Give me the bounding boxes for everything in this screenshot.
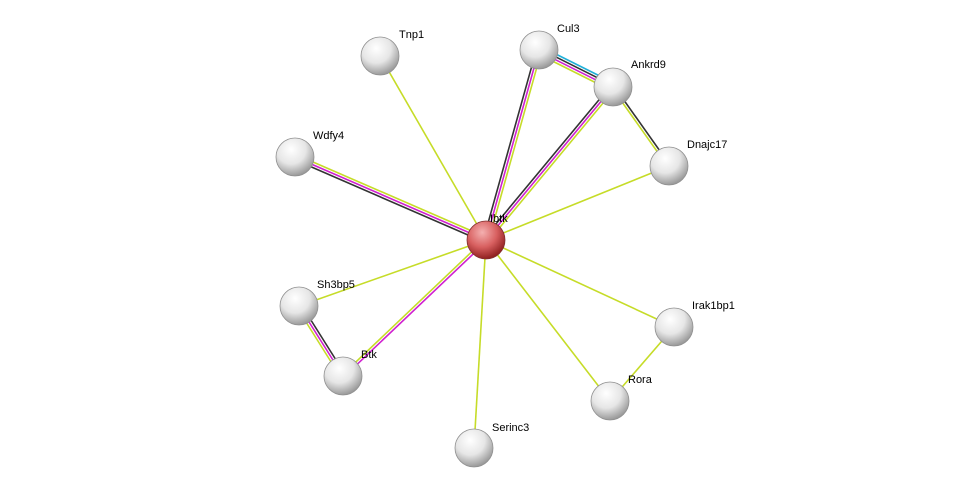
edge-ibtk-dnajc17[interactable]	[485, 165, 670, 241]
edge-ibtk-wdfy4[interactable]	[293, 153, 488, 244]
node-label: Btk	[361, 349, 377, 361]
edge-ibtk-ankrd9[interactable]	[483, 84, 616, 243]
node-cul3[interactable]: Cul3	[519, 23, 580, 70]
node-sphere[interactable]	[649, 146, 689, 186]
node-sphere[interactable]	[519, 30, 559, 70]
node-sphere[interactable]	[275, 137, 315, 177]
node-sphere[interactable]	[279, 286, 319, 326]
node-btk[interactable]: Btk	[323, 349, 377, 396]
node-label: Rora	[628, 374, 653, 386]
edge-ibtk-sh3bp5[interactable]	[298, 239, 487, 307]
node-sphere[interactable]	[323, 356, 363, 396]
node-label: Wdfy4	[313, 130, 344, 142]
edge-line-textmining	[485, 239, 675, 328]
edge-ibtk-tnp1[interactable]	[379, 55, 487, 241]
node-rora[interactable]: Rora	[590, 374, 653, 421]
edge-line-textmining	[295, 153, 488, 239]
node-sphere[interactable]	[593, 67, 633, 107]
node-label: Dnajc17	[687, 139, 727, 151]
node-label: Cul3	[557, 23, 580, 35]
node-label: Ibtk	[490, 213, 508, 225]
edge-line-textmining	[487, 50, 543, 241]
edge-line-coexpression	[483, 84, 612, 239]
edge-line-textmining	[298, 239, 487, 307]
node-label: Ankrd9	[631, 59, 666, 71]
node-tnp1[interactable]: Tnp1	[360, 29, 424, 76]
edge-line-textmining	[379, 55, 487, 241]
edge-line-textmining	[487, 88, 616, 243]
edge-ibtk-irak1bp1[interactable]	[485, 239, 675, 328]
edge-ibtk-rora[interactable]	[485, 239, 611, 402]
edge-line-coexpression	[293, 158, 486, 244]
edge-line-experiments	[294, 156, 487, 241]
node-sphere[interactable]	[466, 220, 506, 260]
node-sh3bp5[interactable]: Sh3bp5	[279, 279, 355, 326]
node-sphere[interactable]	[590, 381, 630, 421]
edge-ibtk-btk[interactable]	[341, 238, 488, 378]
node-label: Serinc3	[492, 422, 529, 434]
node-label: Tnp1	[399, 29, 424, 41]
node-label: Sh3bp5	[317, 279, 355, 291]
edge-line-experiments	[485, 86, 614, 241]
edge-line-textmining	[485, 239, 611, 402]
node-sphere[interactable]	[654, 307, 694, 347]
edge-line-experiments	[485, 49, 540, 241]
edge-line-experiments	[343, 240, 488, 378]
node-sphere[interactable]	[454, 428, 494, 468]
node-sphere[interactable]	[360, 36, 400, 76]
node-dnajc17[interactable]: Dnajc17	[649, 139, 727, 186]
node-ankrd9[interactable]: Ankrd9	[593, 59, 666, 107]
node-ibtk[interactable]: Ibtk	[466, 213, 508, 260]
edge-line-coexpression	[482, 49, 538, 240]
edge-ibtk-cul3[interactable]	[482, 49, 543, 241]
edge-line-textmining	[485, 165, 670, 241]
node-serinc3[interactable]: Serinc3	[454, 422, 529, 468]
edge-ibtk-serinc3[interactable]	[473, 239, 487, 449]
edge-line-textmining	[341, 238, 486, 376]
node-label: Irak1bp1	[692, 300, 735, 312]
edge-line-textmining	[473, 239, 487, 449]
node-wdfy4[interactable]: Wdfy4	[275, 130, 344, 177]
node-irak1bp1[interactable]: Irak1bp1	[654, 300, 735, 347]
